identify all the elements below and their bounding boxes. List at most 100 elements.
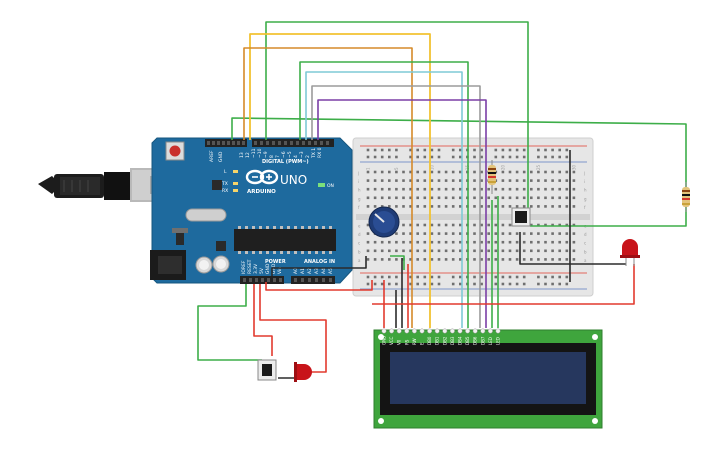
rail-hole[interactable] — [494, 148, 498, 152]
rail-hole[interactable] — [366, 275, 370, 279]
breadboard-hole[interactable] — [558, 240, 561, 244]
rail-hole[interactable] — [373, 155, 377, 159]
rail-hole[interactable] — [501, 148, 505, 152]
rail-hole[interactable] — [544, 282, 547, 286]
rail-hole[interactable] — [522, 275, 526, 279]
breadboard-hole[interactable] — [459, 240, 462, 244]
breadboard-hole[interactable] — [423, 223, 427, 227]
rail-hole[interactable] — [395, 155, 398, 159]
breadboard-hole[interactable] — [430, 170, 434, 174]
rail-hole[interactable] — [437, 155, 441, 159]
lcd-pin[interactable] — [427, 328, 433, 334]
breadboard-hole[interactable] — [544, 179, 547, 182]
breadboard-hole[interactable] — [508, 179, 512, 182]
rail-hole[interactable] — [380, 155, 384, 159]
breadboard-hole[interactable] — [558, 249, 561, 253]
lcd-pin[interactable] — [389, 328, 395, 334]
rail-hole[interactable] — [373, 282, 377, 286]
rail-hole[interactable] — [416, 148, 419, 152]
breadboard-hole[interactable] — [402, 249, 405, 253]
lcd-pin[interactable] — [457, 328, 463, 334]
breadboard-hole[interactable] — [530, 249, 533, 253]
breadboard-hole[interactable] — [494, 249, 498, 253]
breadboard-hole[interactable] — [423, 196, 427, 200]
breadboard-hole[interactable] — [480, 258, 483, 261]
breadboard-hole[interactable] — [572, 187, 576, 191]
breadboard-hole[interactable] — [544, 258, 547, 261]
breadboard-hole[interactable] — [423, 249, 427, 253]
breadboard-hole[interactable] — [487, 196, 490, 200]
breadboard-hole[interactable] — [451, 232, 455, 235]
lcd-pin[interactable] — [495, 328, 501, 334]
breadboard-hole[interactable] — [572, 258, 576, 261]
breadboard-hole[interactable] — [544, 196, 547, 200]
lcd-pin[interactable] — [396, 328, 402, 334]
breadboard-hole[interactable] — [473, 179, 476, 182]
breadboard-hole[interactable] — [565, 249, 569, 253]
rail-hole[interactable] — [508, 155, 512, 159]
rail-hole[interactable] — [437, 275, 441, 279]
rail-hole[interactable] — [494, 275, 498, 279]
rail-hole[interactable] — [501, 155, 505, 159]
breadboard-hole[interactable] — [565, 196, 569, 200]
breadboard-hole[interactable] — [437, 170, 441, 174]
breadboard-hole[interactable] — [395, 187, 398, 191]
breadboard-hole[interactable] — [459, 223, 462, 227]
breadboard-hole[interactable] — [558, 179, 561, 182]
breadboard-hole[interactable] — [409, 187, 412, 191]
rail-hole[interactable] — [373, 148, 377, 152]
breadboard-hole[interactable] — [409, 223, 412, 227]
breadboard-hole[interactable] — [558, 170, 561, 174]
breadboard-hole[interactable] — [487, 240, 490, 244]
breadboard-hole[interactable] — [508, 249, 512, 253]
breadboard-hole[interactable] — [430, 258, 434, 261]
rail-hole[interactable] — [473, 155, 476, 159]
breadboard-hole[interactable] — [423, 258, 427, 261]
rail-hole[interactable] — [515, 148, 519, 152]
breadboard-hole[interactable] — [565, 240, 569, 244]
breadboard-hole[interactable] — [451, 205, 455, 208]
rail-hole[interactable] — [515, 282, 519, 286]
breadboard-hole[interactable] — [501, 258, 505, 261]
breadboard-hole[interactable] — [402, 187, 405, 191]
breadboard-hole[interactable] — [530, 205, 533, 208]
breadboard-hole[interactable] — [388, 170, 391, 174]
breadboard-hole[interactable] — [508, 196, 512, 200]
breadboard-hole[interactable] — [395, 179, 398, 182]
breadboard-hole[interactable] — [451, 258, 455, 261]
rail-hole[interactable] — [544, 275, 547, 279]
breadboard-hole[interactable] — [437, 187, 441, 191]
breadboard-hole[interactable] — [437, 258, 441, 261]
rail-hole[interactable] — [551, 282, 554, 286]
breadboard-hole[interactable] — [473, 170, 476, 174]
rail-hole[interactable] — [558, 282, 561, 286]
rail-hole[interactable] — [373, 275, 377, 279]
breadboard-hole[interactable] — [551, 179, 554, 182]
rail-hole[interactable] — [494, 155, 498, 159]
breadboard-hole[interactable] — [373, 249, 377, 253]
breadboard-hole[interactable] — [515, 170, 519, 174]
breadboard-hole[interactable] — [508, 223, 512, 227]
breadboard-hole[interactable] — [373, 179, 377, 182]
breadboard-hole[interactable] — [409, 258, 412, 261]
breadboard-hole[interactable] — [501, 170, 505, 174]
breadboard-hole[interactable] — [388, 249, 391, 253]
breadboard-hole[interactable] — [530, 232, 533, 235]
breadboard-hole[interactable] — [423, 205, 427, 208]
breadboard-hole[interactable] — [572, 196, 576, 200]
breadboard-hole[interactable] — [494, 258, 498, 261]
breadboard-hole[interactable] — [395, 196, 398, 200]
breadboard-hole[interactable] — [565, 179, 569, 182]
breadboard-hole[interactable] — [522, 196, 526, 200]
breadboard-hole[interactable] — [402, 179, 405, 182]
breadboard-hole[interactable] — [537, 205, 540, 208]
breadboard-hole[interactable] — [444, 249, 448, 253]
breadboard-hole[interactable] — [494, 205, 498, 208]
breadboard-hole[interactable] — [530, 187, 533, 191]
breadboard-hole[interactable] — [480, 249, 483, 253]
breadboard-hole[interactable] — [437, 205, 441, 208]
breadboard-hole[interactable] — [402, 240, 405, 244]
rail-hole[interactable] — [480, 275, 483, 279]
breadboard-hole[interactable] — [537, 196, 540, 200]
